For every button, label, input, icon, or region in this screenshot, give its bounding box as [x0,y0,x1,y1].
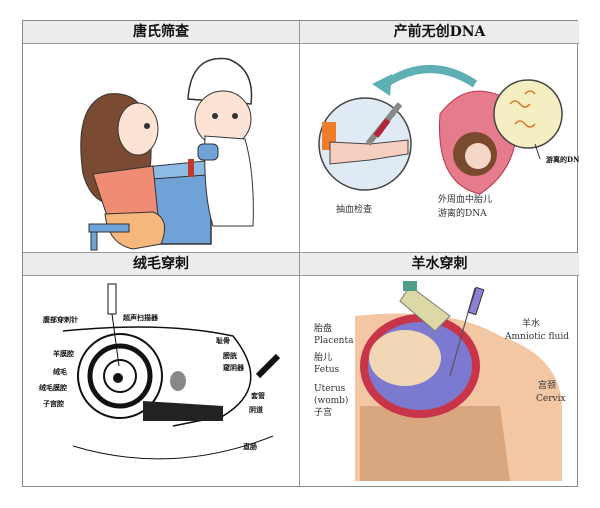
column-divider [299,21,300,486]
panel-title: 绒毛穿刺 [23,253,299,276]
label: 套管 [251,391,265,400]
label: 腹部穿刺针 [42,315,78,324]
label: 宫颈 [538,379,556,391]
label: 耻骨 [216,336,230,345]
blood-draw-cartoon-illustration [80,57,254,251]
amniocentesis-diagram: 胎盘 Placenta 胎儿 Fetus Uterus (womb) 子宫 羊水… [314,281,569,481]
label: (womb) [314,395,348,406]
panel-title: 唐氏筛查 [23,21,299,44]
label: 外周血中胎儿 [438,193,492,205]
label: 子宫 [314,406,332,418]
panel-down-syndrome-screening: 唐氏筛查 [23,21,299,252]
panel-amniocentesis: 羊水穿刺 胎盘 Placenta 胎儿 Fetus Uterus (womb) … [300,253,579,488]
label: Placenta [314,336,354,346]
label: 子宫腔 [43,399,64,408]
label: 直肠 [243,442,257,451]
label: 绒毛膜腔 [39,383,67,392]
label: 阴道 [249,405,263,414]
panel-title: 羊水穿刺 [300,253,579,276]
label: Amniotic fluid [504,332,569,342]
label: 羊膜腔 [53,349,74,358]
label: 游离的DNA [438,207,487,219]
label: 游离的DNA [546,155,579,164]
label: Uterus [314,384,346,394]
label: Fetus [314,365,339,375]
nipt-illustration: 游离的DNA 抽血检查 外周血中胎儿 游离的DNA [318,65,579,219]
label: 胎儿 [314,351,332,363]
cvs-diagram: 腹部穿刺针 超声扫描器 羊膜腔 绒毛 绒毛膜腔 子宫腔 耻骨 膀胱 窥阴器 套管… [39,283,281,460]
label: 羊水 [522,317,540,329]
label: 超声扫描器 [123,313,159,322]
label: 膀胱 [222,351,237,360]
label: 抽血检查 [336,203,372,215]
panel-nipt-dna: 产前无创DNA 游离的DNA 抽血检查 外周血中胎儿 游离的DNA [300,21,579,252]
label: Cervix [536,394,566,404]
procedure-grid: 唐氏筛查 产前无创DNA [22,20,579,488]
label: 绒毛 [53,367,67,376]
row-divider [23,252,577,253]
panel-chorionic-villus-sampling: 绒毛穿刺 腹部穿刺针 超声扫描器 羊膜腔 绒毛 绒毛膜腔 子宫腔 耻骨 膀胱 窥… [23,253,299,488]
panel-title: 产前无创DNA [300,21,579,44]
label: 胎盘 [314,322,332,334]
label: 窥阴器 [223,363,245,372]
